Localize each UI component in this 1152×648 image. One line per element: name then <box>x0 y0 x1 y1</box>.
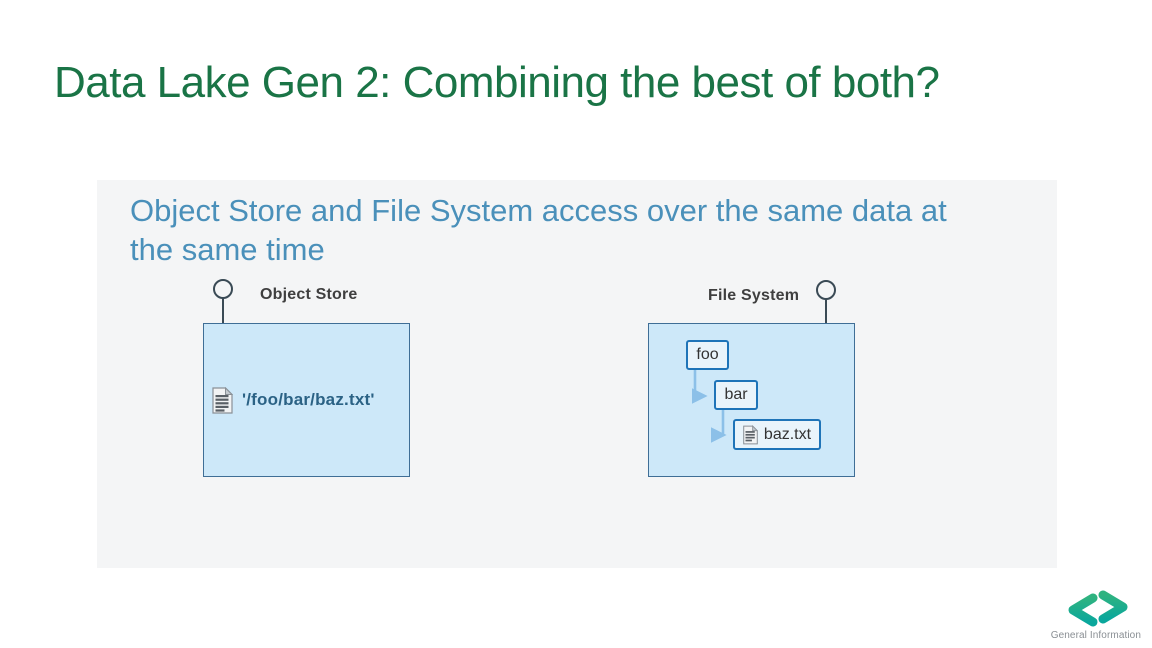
file-node-baz: baz.txt <box>733 419 821 450</box>
document-icon-small <box>743 424 758 445</box>
file-system-pin-icon <box>816 280 836 300</box>
footer-logo-icon <box>1062 590 1134 635</box>
file-node-baz-label: baz.txt <box>763 425 812 443</box>
chevron-right-icon <box>1098 590 1128 624</box>
chevron-left-icon <box>1068 593 1098 627</box>
object-store-pin-icon <box>213 279 233 299</box>
file-system-box: foo bar baz.txt <box>648 323 855 477</box>
tree-connector-arrows <box>692 370 727 443</box>
folder-node-foo: foo <box>686 340 729 370</box>
image-heading-line2: the same time <box>130 232 325 267</box>
folder-node-bar-label: bar <box>724 386 748 403</box>
document-icon <box>212 386 233 414</box>
image-heading: Object Store and File System access over… <box>130 191 947 269</box>
file-system-label: File System <box>708 287 800 304</box>
object-store-box: '/foo/bar/baz.txt' <box>203 323 410 477</box>
object-store-pin-stem <box>222 298 224 324</box>
file-system-pin-stem <box>825 299 827 324</box>
folder-node-bar: bar <box>714 380 758 410</box>
embedded-slide-image: Object Store and File System access over… <box>97 180 1057 568</box>
slide-title: Data Lake Gen 2: Combining the best of b… <box>54 58 940 107</box>
image-heading-line1: Object Store and File System access over… <box>130 193 947 228</box>
footer-classification-label: General Information <box>1050 630 1141 641</box>
object-store-file-path: '/foo/bar/baz.txt' <box>242 390 375 409</box>
object-store-label: Object Store <box>260 286 358 303</box>
folder-node-foo-label: foo <box>696 346 719 363</box>
